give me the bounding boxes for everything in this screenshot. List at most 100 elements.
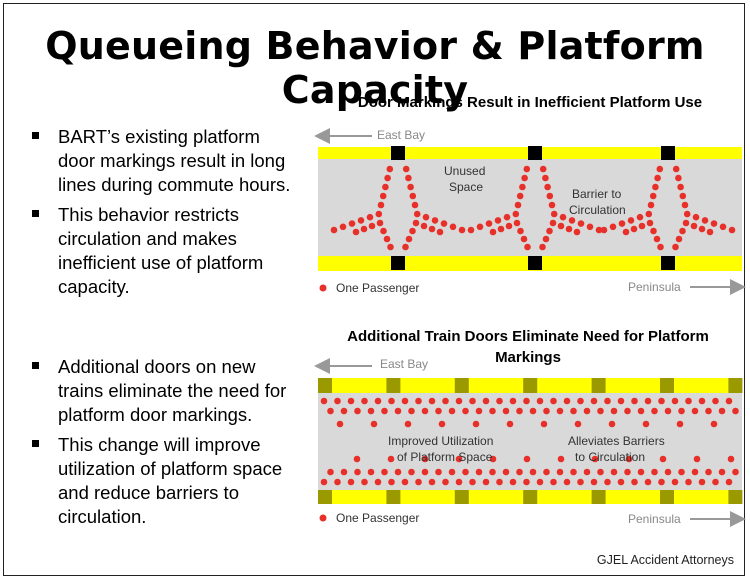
bullet-text: BART’s existing platform door markings r… [58,126,291,195]
legend-passenger-dot [319,514,327,522]
door-marker [386,490,401,504]
passenger-dot [438,420,446,428]
passenger-dot [489,407,496,415]
passenger-dot [624,468,631,476]
passenger-dot [649,192,657,200]
passenger-dot [570,407,577,415]
passenger-dot [706,228,714,236]
passenger-dot [557,455,565,463]
passenger-dot [442,478,449,486]
passenger-dot [536,397,544,405]
passenger-dot [502,468,510,476]
passenger-dot [678,468,685,476]
passenger-dot [428,397,436,405]
passenger-dot [556,468,564,476]
passenger-dot [577,397,584,405]
passenger-dot [677,183,684,191]
passenger-dot [539,165,547,173]
passenger-dot [376,219,384,227]
passenger-dot [651,468,658,476]
passenger-dot [604,397,611,405]
passenger-dot [644,397,652,405]
passenger-dot [347,397,355,405]
passenger-dot [482,478,490,486]
bullet-item: This change will improve utilization of … [30,433,300,529]
passenger-dot [435,468,442,476]
passenger-dot [595,226,603,234]
passenger-dot [659,455,667,463]
passenger-dot [375,210,383,218]
passenger-dot [542,235,550,243]
passenger-dot [334,397,341,405]
passenger-dot [679,227,686,235]
passenger-dot [428,478,436,486]
passenger-dot [586,223,594,231]
passenger-dot [656,165,664,173]
passenger-dot [514,201,522,209]
passenger-dot [521,174,528,182]
passenger-dot [455,478,463,486]
passenger-dot [496,397,503,405]
label-unused-line2: Space [449,180,483,194]
passenger-dot [384,174,391,182]
passenger-dot [546,227,553,235]
passenger-dot [718,468,726,476]
passenger-dot [664,468,672,476]
passenger-dot [367,468,375,476]
passenger-dot [732,407,739,415]
diagram-bottom-heading: Additional Train Doors Eliminate Need fo… [347,328,709,366]
passenger-dot [646,219,654,227]
passenger-dot [407,183,414,191]
passenger-dot [505,222,513,230]
passenger-dot [583,468,591,476]
passenger-dot [693,455,701,463]
passenger-dot [692,213,700,221]
passenger-dot [658,478,665,486]
passenger-dot [691,407,699,415]
passenger-dot [401,397,409,405]
door-marker [391,256,405,270]
passenger-dot [725,397,733,405]
passenger-dot [367,407,375,415]
passenger-dot [405,174,412,182]
passenger-dot [651,407,658,415]
bullet-item: Additional doors on new trains eliminate… [30,355,300,427]
passenger-dot [361,478,368,486]
passenger-dot [719,223,727,231]
legend-one-passenger: One Passenger [336,511,419,525]
passenger-dot [617,397,625,405]
passenger-dot [645,210,653,218]
passenger-dot [458,226,466,234]
label-barrier-line1: Barrier to [572,187,622,201]
passenger-dot [557,222,565,230]
door-marker [528,256,542,270]
passenger-dot [630,225,638,233]
passenger-dot [718,407,726,415]
passenger-dot [524,243,531,251]
door-marker [528,146,542,160]
passenger-dot [485,220,493,227]
passenger-dot [698,478,706,486]
passenger-dot [340,407,348,415]
bullet-item: BART’s existing platform door markings r… [30,125,300,197]
label-improved-line1: Improved Utilization [388,434,493,448]
passenger-dot [548,201,556,209]
passenger-dot [675,235,683,243]
passenger-dot [685,397,692,405]
passenger-dot [402,243,409,251]
passenger-dot [383,235,391,243]
passenger-dot [647,201,655,209]
passenger-dot [617,478,625,486]
passenger-dot [421,407,429,415]
door-marker [454,490,469,504]
passenger-dot [361,397,368,405]
passenger-dot [690,222,698,230]
label-barrier-line2: Circulation [569,203,626,217]
passenger-dot [685,478,692,486]
label-improved-line2: of Platform Space [397,450,493,464]
direction-peninsula: Peninsula [628,280,681,294]
passenger-dot [600,226,608,234]
passenger-dot [631,478,638,486]
passenger-dot [455,455,463,463]
passenger-dot [636,213,644,221]
